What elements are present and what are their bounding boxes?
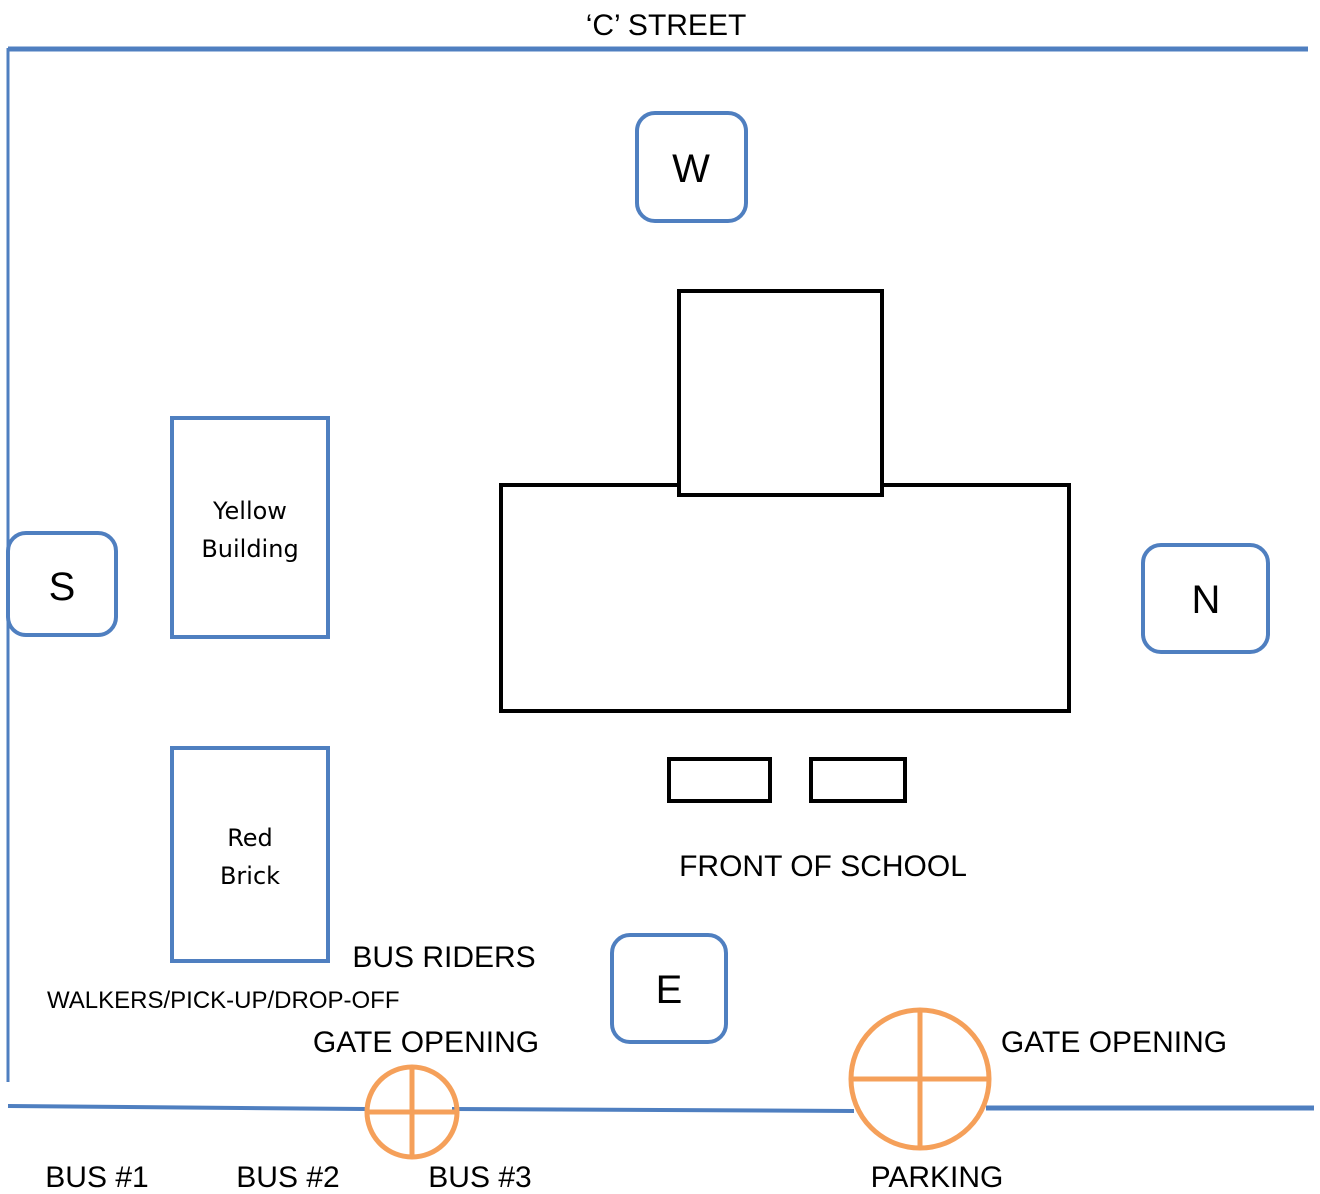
parking-label: PARKING [871,1161,1004,1194]
south-fence-left [7,1104,366,1111]
yellow-building: Yellow Building [170,416,330,639]
gate-left-icon [364,1064,460,1160]
gate-right-icon [848,1007,992,1151]
bus-3-label: BUS #3 [428,1161,531,1194]
walkers-label: WALKERS/PICK-UP/DROP-OFF [47,987,399,1014]
red-brick-label-line2: Brick [220,862,280,890]
front-structure-left [667,757,772,803]
south-fence-middle [451,1107,855,1113]
red-brick-label-line1: Red [227,824,273,852]
gate-opening-left-label: GATE OPENING [313,1026,539,1059]
bus-2-label: BUS #2 [236,1161,339,1194]
yellow-building-label-line2: Building [201,535,298,563]
front-of-school-label: FRONT OF SCHOOL [679,850,967,883]
gate-opening-right-label: GATE OPENING [1001,1026,1227,1059]
compass-west-letter: W [672,147,710,191]
compass-east: E [610,933,728,1044]
compass-south-letter: S [49,565,76,609]
red-brick-building: Red Brick [170,746,330,963]
compass-north-letter: N [1192,578,1221,622]
compass-north: N [1141,543,1270,654]
main-school-wing [677,289,884,497]
yellow-building-label-line1: Yellow [212,497,287,525]
compass-south: S [6,531,118,637]
bus-1-label: BUS #1 [45,1161,148,1194]
c-street-label: ‘C’ STREET [586,9,747,42]
compass-west: W [635,111,748,223]
front-structure-right [809,757,907,803]
bus-riders-label: BUS RIDERS [352,941,535,974]
main-school-building [499,289,1071,713]
main-school-body [499,483,1071,713]
compass-east-letter: E [656,968,683,1012]
